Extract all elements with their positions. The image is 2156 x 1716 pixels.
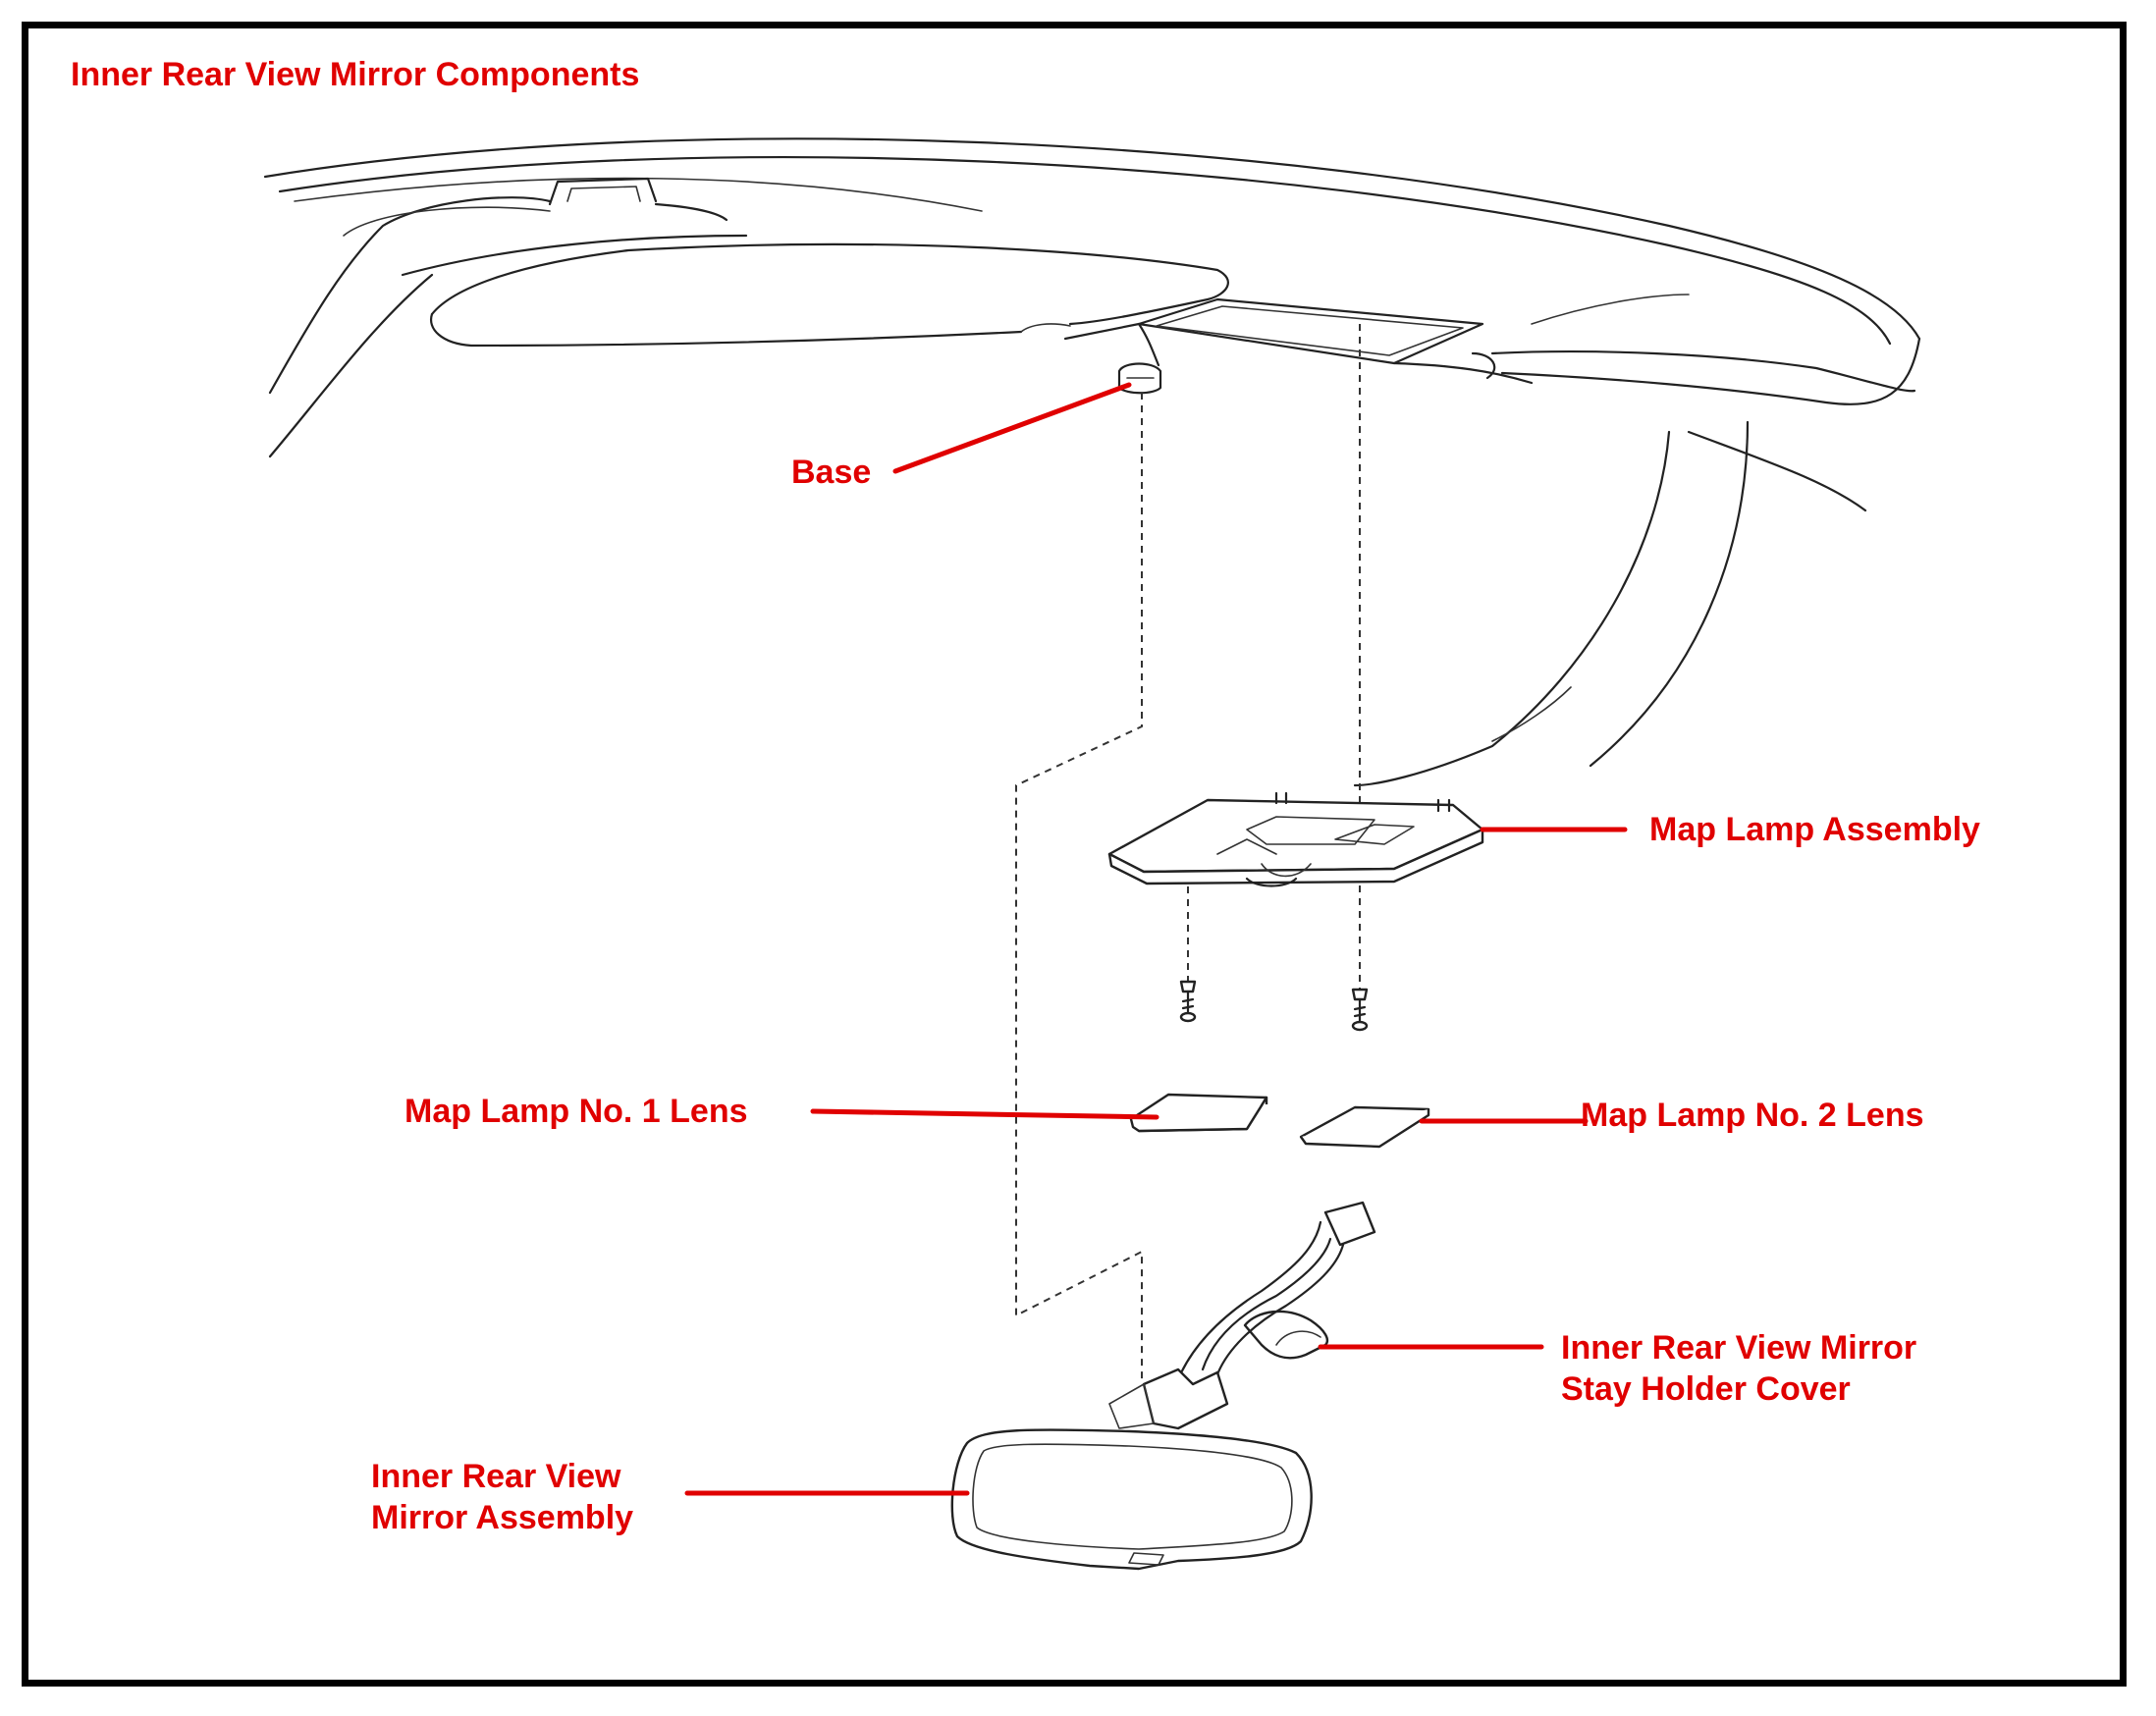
roof-headliner [263, 137, 1921, 787]
label-map-lamp-no1-lens: Map Lamp No. 1 Lens [404, 1093, 748, 1130]
label-stay-holder-cover-line1: Inner Rear View Mirror [1561, 1329, 1917, 1367]
label-mirror-assembly: Inner Rear View Mirror Assembly [371, 1456, 633, 1538]
diagram-frame [22, 22, 2127, 1687]
label-stay-holder-cover: Inner Rear View Mirror Stay Holder Cover [1561, 1327, 1916, 1410]
leader-map-lamp-no1-lens [810, 1108, 1159, 1120]
leader-base [892, 382, 1132, 474]
label-mirror-assembly-line2: Mirror Assembly [371, 1499, 634, 1536]
diagram-title: Inner Rear View Mirror Components [71, 56, 640, 93]
map-lamp-assembly-drawing [1107, 791, 1484, 887]
label-map-lamp-no2-lens: Map Lamp No. 2 Lens [1581, 1097, 1924, 1134]
alignment-lines [1015, 324, 1361, 1379]
stay-holder-cover-drawing [1243, 1310, 1329, 1360]
label-base: Base [791, 454, 872, 491]
label-stay-holder-cover-line2: Stay Holder Cover [1561, 1370, 1851, 1408]
leader-lines [684, 382, 1628, 1496]
screws [1179, 980, 1369, 1032]
lenses [1129, 1093, 1430, 1149]
label-map-lamp-assembly: Map Lamp Assembly [1649, 811, 1980, 848]
mirror-assembly-drawing [950, 1201, 1376, 1571]
label-mirror-assembly-line1: Inner Rear View [371, 1458, 621, 1495]
